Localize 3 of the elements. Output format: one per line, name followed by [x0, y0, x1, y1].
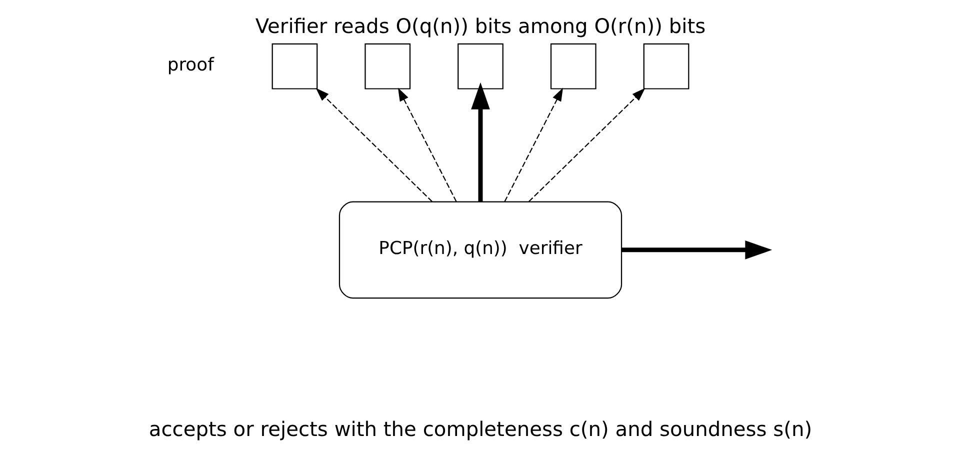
diagram-title: Verifier reads O(q(n)) bits among O(r(n)) bits — [255, 14, 706, 38]
label: proof — [167, 54, 214, 76]
caption: accepts or rejects with the completeness c(n) and soundness s(n) — [148, 417, 812, 442]
